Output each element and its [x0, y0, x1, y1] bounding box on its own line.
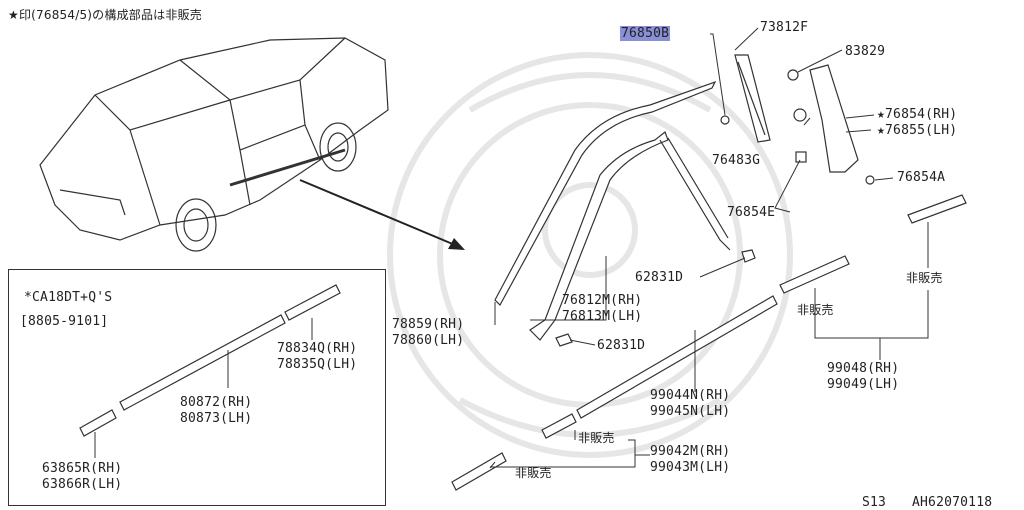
inset-box: [8, 269, 386, 506]
clip-76854a: [865, 175, 875, 185]
part-99044-rh-label[interactable]: 99044N(RH): [650, 388, 731, 403]
part-76854e-label[interactable]: 76854E: [727, 205, 776, 220]
parts-artwork: [451, 54, 967, 491]
part-62831d-a-label[interactable]: 62831D: [635, 270, 684, 285]
moulding-99048-b: [779, 255, 850, 294]
clip-76483: [793, 108, 807, 122]
part-80872-rh-label[interactable]: 80872(RH): [180, 395, 253, 410]
part-76813-lh-label[interactable]: 76813M(LH): [562, 309, 643, 324]
part-80873-lh-label[interactable]: 80873(LH): [180, 411, 253, 426]
moulding-80872: [119, 314, 286, 411]
trim-76854: [809, 64, 859, 173]
pointer-arrow: [299, 179, 465, 250]
sash-76812: [529, 131, 669, 341]
moulding-99044: [576, 295, 778, 419]
part-78835-lh-label[interactable]: 78835Q(LH): [277, 357, 358, 372]
car-illustration: [39, 37, 389, 252]
clip-83829: [787, 69, 799, 81]
moulding-99042-a: [541, 413, 577, 439]
inset-date-range: [8805-9101]: [20, 314, 109, 329]
part-76483-label[interactable]: 76483G: [712, 153, 761, 168]
part-76854rh-label[interactable]: ★76854(RH): [877, 107, 958, 122]
clip-62831-b: [555, 333, 573, 347]
not-for-sale-c: 非販売: [578, 431, 615, 445]
footer-code: AH62070118: [912, 495, 993, 510]
part-99045-lh-label[interactable]: 99045N(LH): [650, 404, 731, 419]
part-78860-lh-label[interactable]: 78860(LH): [392, 333, 465, 348]
part-63865-rh-label[interactable]: 63865R(RH): [42, 461, 123, 476]
part-62831d-b-label[interactable]: 62831D: [597, 338, 646, 353]
footer-model: S13: [862, 495, 887, 510]
part-76854a-label[interactable]: 76854A: [897, 170, 946, 185]
moulding-78834: [284, 284, 341, 321]
inset-parts: [79, 284, 341, 437]
part-99048-rh-label[interactable]: 99048(RH): [827, 361, 900, 376]
part-99049-lh-label[interactable]: 99049(LH): [827, 377, 900, 392]
part-76850-highlight: 76850B: [620, 26, 671, 41]
part-78859-rh-label[interactable]: 78859(RH): [392, 317, 465, 332]
part-83829-label[interactable]: 83829: [845, 44, 886, 59]
part-63866-lh-label[interactable]: 63866R(LH): [42, 477, 123, 492]
moulding-78859: [494, 80, 717, 306]
not-for-sale-b: 非販売: [797, 303, 834, 317]
not-for-sale-d: 非販売: [515, 466, 552, 480]
part-76812-rh-label[interactable]: 76812M(RH): [562, 293, 643, 308]
clip-62831-a: [741, 249, 756, 263]
moulding-99042-b: [451, 452, 507, 491]
inset-title: *CA18DT+Q'S: [24, 290, 113, 305]
part-73812-label[interactable]: 73812F: [760, 20, 809, 35]
leader-lines: [489, 27, 929, 469]
part-78834-rh-label[interactable]: 78834Q(RH): [277, 341, 358, 356]
part-76855lh-label[interactable]: ★76855(LH): [877, 123, 958, 138]
part-99042-rh-label[interactable]: 99042M(RH): [650, 444, 731, 459]
not-for-sale-a: 非販売: [906, 271, 943, 285]
part-99043-lh-label[interactable]: 99043M(LH): [650, 460, 731, 475]
clip-76854e: [795, 151, 807, 163]
moulding-99048: [907, 194, 967, 224]
inset-leaders: [94, 318, 313, 458]
header-note: ★印(76854/5)の構成部品は非販売: [8, 8, 202, 22]
part-76850-label[interactable]: 76850B: [620, 26, 671, 41]
screw-76850: [720, 115, 730, 125]
moulding-63865: [79, 409, 117, 437]
